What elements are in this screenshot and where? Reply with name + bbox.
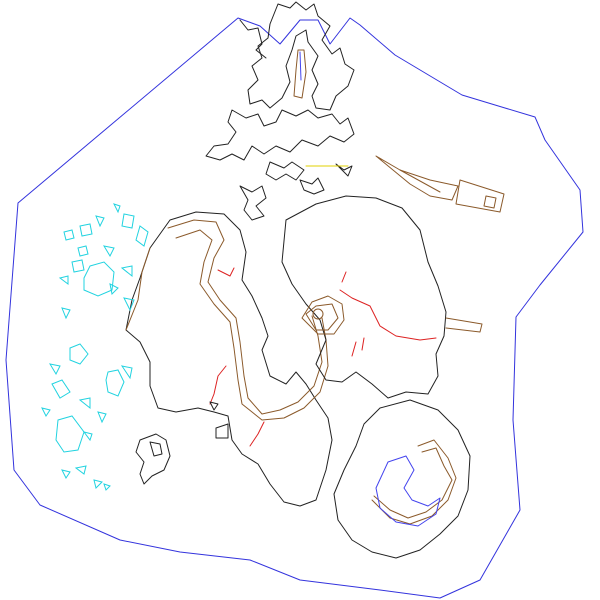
small-island-detail bbox=[149, 441, 163, 457]
tower-icon bbox=[312, 308, 324, 320]
small-south-west-island bbox=[135, 433, 171, 485]
north-rock-formation bbox=[205, 1, 355, 221]
central-west-landmass bbox=[125, 211, 333, 507]
shallow-water-islets bbox=[41, 203, 149, 491]
central-east-landmass bbox=[281, 195, 483, 399]
south-east-island bbox=[333, 399, 471, 559]
boat-structure bbox=[375, 155, 505, 213]
map-boundary bbox=[5, 17, 584, 599]
